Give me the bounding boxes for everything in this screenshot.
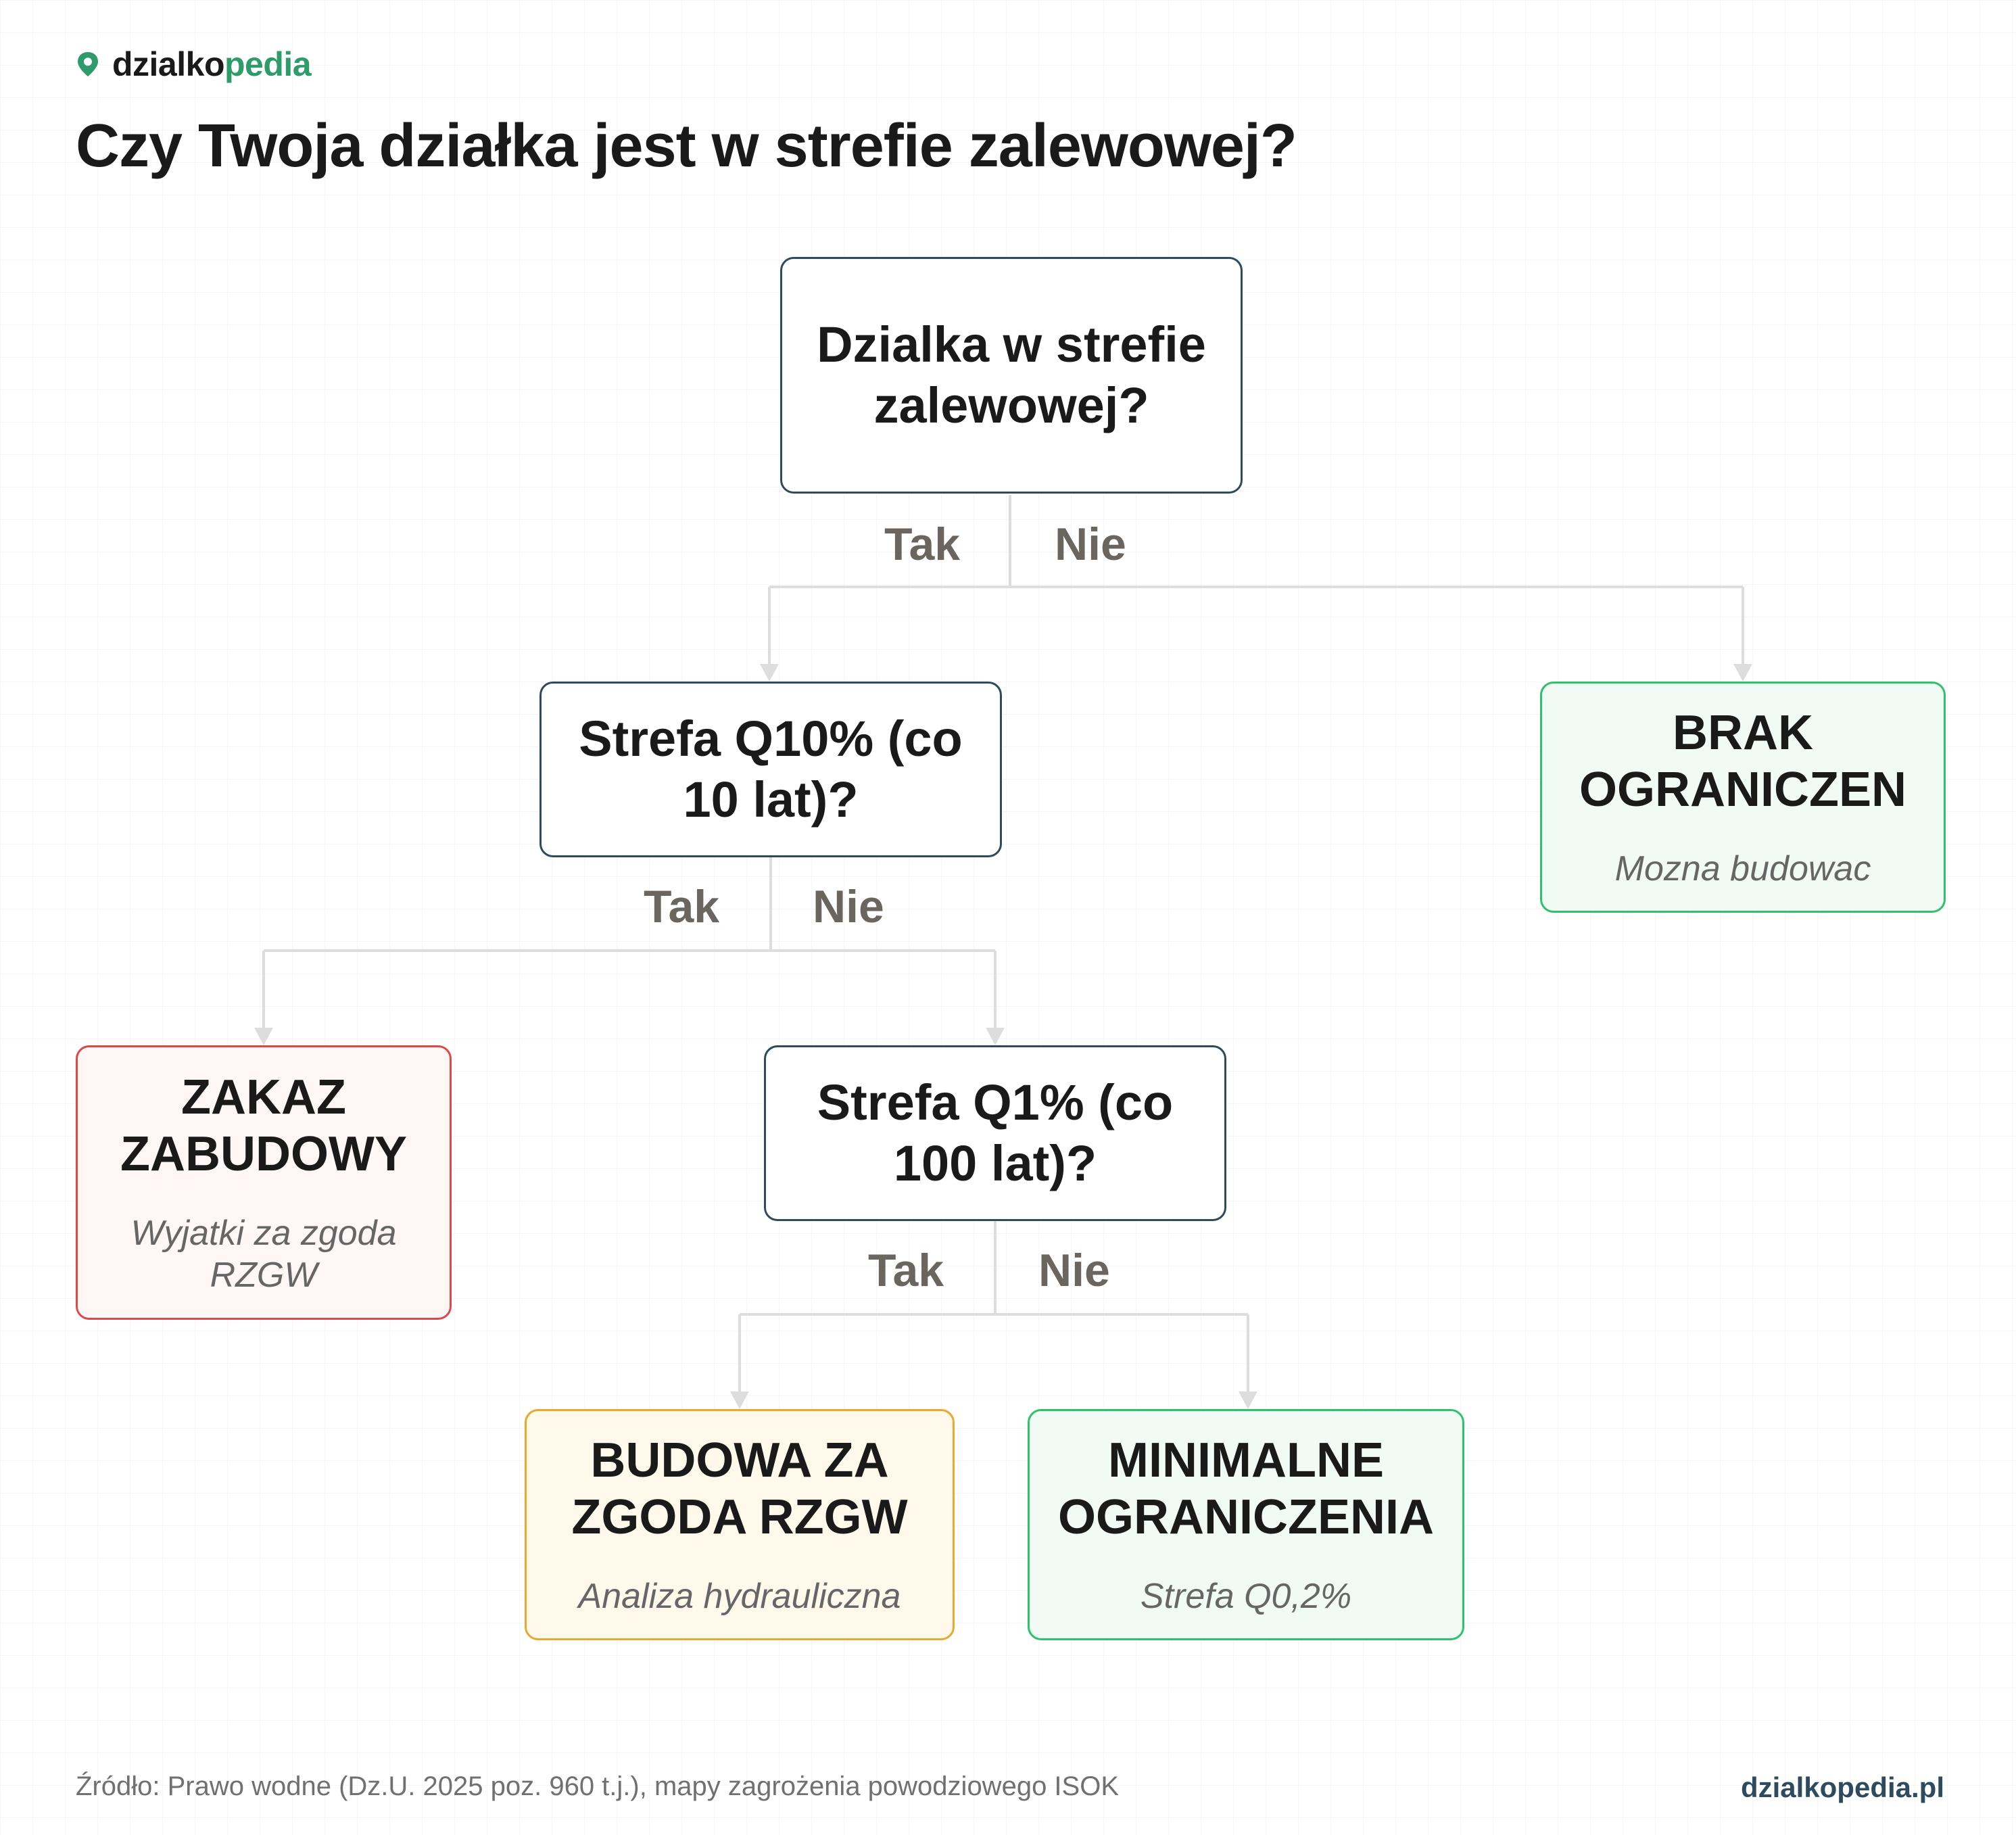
question-node-1-text: Dzialka w strefie zalewowej? [817,316,1206,433]
result-minimalne-ograniczenia: MINIMALNE OGRANICZENIA Strefa Q0,2% [1028,1409,1464,1640]
result-budowa-za-zgoda: BUDOWA ZA ZGODA RZGW Analiza hydrauliczn… [525,1409,955,1640]
result-zakaz-zabudowy: ZAKAZ ZABUDOWY Wyjatki za zgoda RZGW [76,1045,452,1320]
label-yes-1: Tak [884,519,961,570]
site-url-link[interactable]: dzialkopedia.pl [1740,1771,1944,1803]
source-note: Źródło: Prawo wodne (Dz.U. 2025 poz. 960… [76,1771,1120,1801]
result-budowa-title: BUDOWA ZA ZGODA RZGW [571,1433,908,1544]
result-brak-subtitle: Mozna budowac [1614,849,1871,888]
question-node-2: Strefa Q10% (co 10 lat)? [539,682,1002,857]
arrowhead-q2 [760,664,779,682]
result-zakaz-title: ZAKAZ ZABUDOWY [120,1070,407,1181]
result-minimalne-title: MINIMALNE OGRANICZENIA [1058,1433,1434,1544]
label-no-3: Nie [1038,1245,1110,1296]
result-brak-title: BRAK OGRANICZEN [1579,706,1906,817]
question-node-2-text: Strefa Q10% (co 10 lat)? [579,711,963,828]
label-no-1: Nie [1055,519,1126,570]
question-node-3-text: Strefa Q1% (co 100 lat)? [817,1074,1174,1191]
result-budowa-subtitle: Analiza hydrauliczna [578,1577,901,1616]
brand-name-part1: dzialko [112,45,224,83]
question-node-3: Strefa Q1% (co 100 lat)? [764,1045,1226,1221]
arrowhead-minimalne [1239,1391,1257,1409]
label-yes-3: Tak [868,1245,944,1296]
result-brak-ograniczen: BRAK OGRANICZEN Mozna budowac [1540,682,1946,913]
brand-name: dzialkopedia [112,45,312,84]
arrowhead-q3 [986,1028,1005,1045]
location-pin-icon [78,52,98,76]
arrowhead-zakaz [254,1028,273,1045]
result-minimalne-subtitle: Strefa Q0,2% [1140,1577,1352,1616]
brand-name-part2: pedia [224,45,312,83]
arrowhead-brak [1733,664,1752,682]
question-node-1: Dzialka w strefie zalewowej? [780,257,1243,494]
brand-logo[interactable]: dzialkopedia [76,45,312,84]
page-title: Czy Twoja działka jest w strefie zalewow… [76,112,1297,180]
label-yes-2: Tak [644,881,720,932]
label-no-2: Nie [813,881,884,932]
arrowhead-budowa [730,1391,749,1409]
result-zakaz-subtitle: Wyjatki za zgoda RZGW [130,1214,397,1295]
